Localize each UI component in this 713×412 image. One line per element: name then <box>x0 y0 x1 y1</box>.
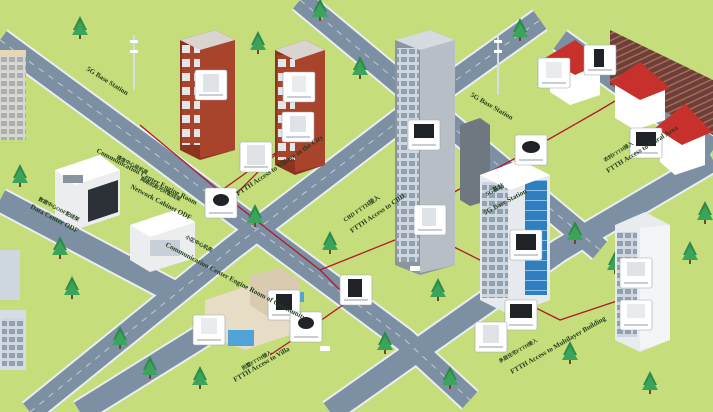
fiber-closure-icon <box>629 127 663 159</box>
fiber-closure-icon <box>504 299 538 331</box>
label-base-station-right: 5G Base Station <box>469 91 515 122</box>
server-rack-icon <box>281 111 315 143</box>
cell-tower-icon <box>494 35 502 95</box>
fiber-closure-icon <box>619 299 653 331</box>
server-rack-icon <box>619 257 653 289</box>
server-rack-icon <box>239 141 273 173</box>
fiber-closure-icon <box>583 44 617 76</box>
fiber-closure-icon <box>192 314 226 346</box>
fiber-closure-icon <box>267 289 301 321</box>
fiber-closure-icon <box>289 311 323 343</box>
car-icon <box>320 266 420 351</box>
communication-center-engine-room <box>55 155 120 230</box>
fiber-closure-icon <box>514 134 548 166</box>
label-ftth-villa: FTTH Access to Villa <box>232 345 291 384</box>
server-rack-icon <box>194 69 228 101</box>
fiber-closure-icon <box>282 71 316 103</box>
fiber-closure-icon <box>204 187 238 219</box>
cell-tower-icon <box>130 35 138 90</box>
fiber-closure-icon <box>339 274 373 306</box>
fiber-closure-icon <box>509 229 543 261</box>
equipment-cards <box>192 44 663 353</box>
fiber-closure-icon <box>537 57 571 89</box>
fiber-closure-icon <box>407 119 441 151</box>
server-rack-icon <box>413 204 447 236</box>
community-engine-room <box>130 210 195 272</box>
server-rack-icon <box>474 321 508 353</box>
apartment-left <box>0 50 26 370</box>
